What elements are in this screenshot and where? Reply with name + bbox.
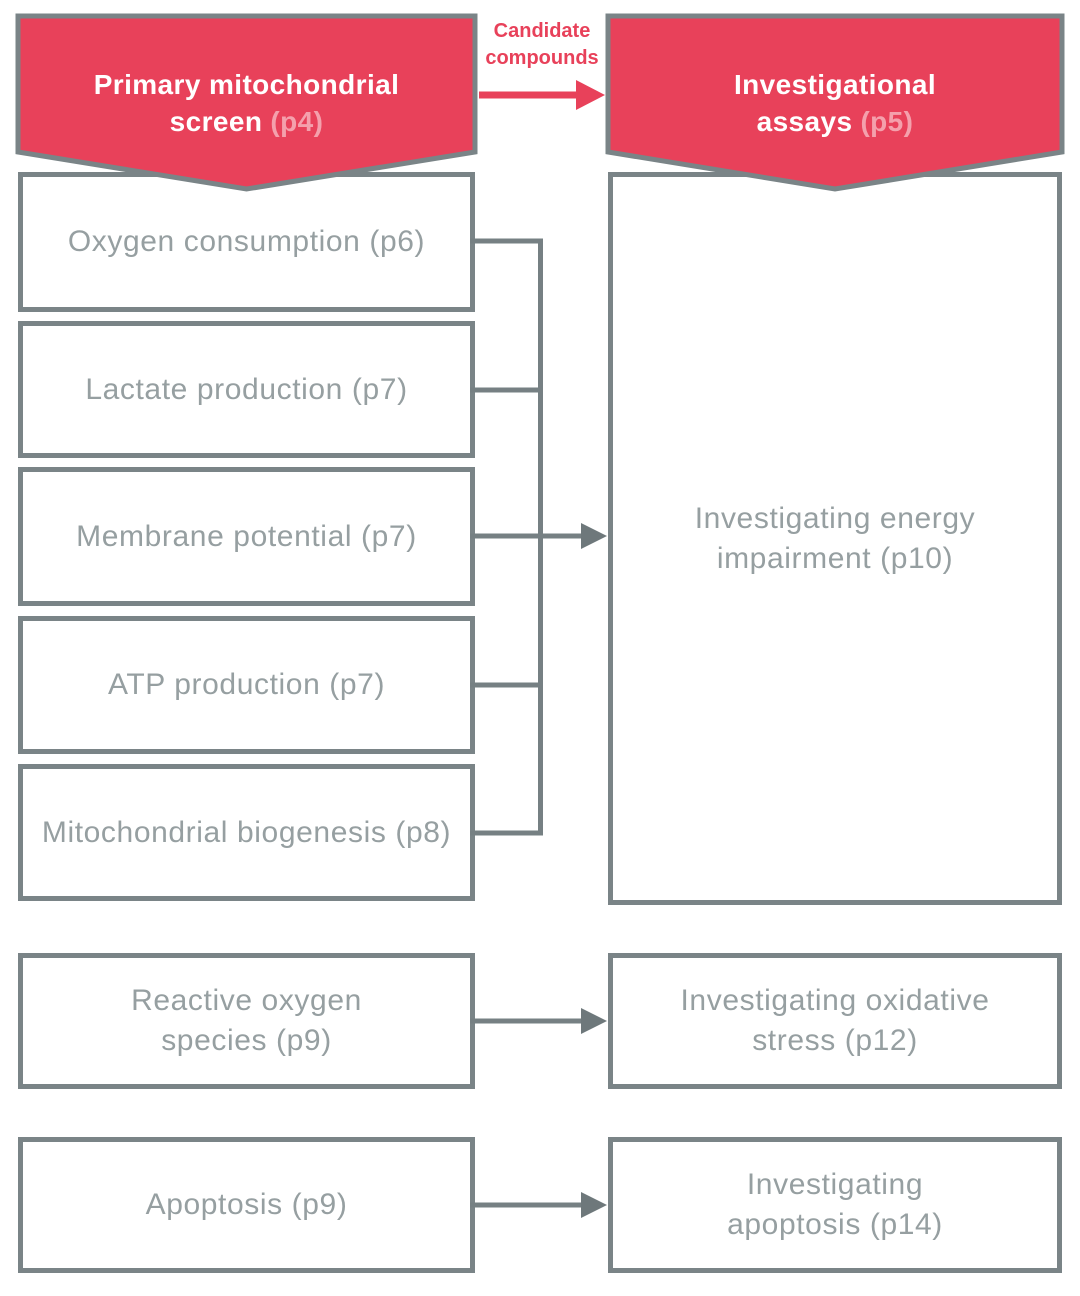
screen-box-lactate-production: Lactate production (p7) <box>18 321 475 458</box>
energy-impairment-arrowhead <box>581 523 607 549</box>
candidate-compounds-line1: Candidate <box>493 20 591 42</box>
box-label-line: Membrane potential (p7) <box>76 519 417 553</box>
assay-box-oxidative-stress: Investigating oxidative stress (p12) <box>608 953 1062 1089</box>
left-banner-line2: screen(p4) <box>18 103 475 140</box>
screen-box-membrane-potential: Membrane potential (p7) <box>18 467 475 606</box>
box-label-line: Apoptosis (p9) <box>145 1188 348 1221</box>
left-banner-page-ref: (p4) <box>270 106 324 137</box>
box-label-line: Reactive oxygen <box>131 984 362 1017</box>
right-banner-line2: assays(p5) <box>608 103 1062 140</box>
box-label-line: Mitochondrial biogenesis (p8) <box>41 815 452 849</box>
screen-box-mitochondrial-biogenesis: Mitochondrial biogenesis (p8) <box>18 764 475 901</box>
box-label-line: ATP production (p7) <box>107 668 386 701</box>
box-label-line: Investigating energy <box>694 501 976 535</box>
assay-box-energy-impairment: Investigating energy impairment (p10) <box>608 172 1062 905</box>
left-banner-title: Primary mitochondrial screen(p4) <box>18 66 475 140</box>
box-label-line: Investigating <box>746 1168 924 1201</box>
screen-box-apoptosis: Apoptosis (p9) <box>18 1137 475 1273</box>
box-label-line: stress (p12) <box>752 1024 918 1057</box>
box-label-line: impairment (p10) <box>716 541 954 575</box>
box-label-line: Oxygen consumption (p6) <box>67 225 426 258</box>
apoptosis-arrowhead <box>581 1192 607 1218</box>
candidate-compounds-arrowhead <box>576 80 605 110</box>
screen-box-atp-production: ATP production (p7) <box>18 616 475 754</box>
right-banner-page-ref: (p5) <box>860 106 914 137</box>
screen-box-reactive-oxygen-species: Reactive oxygen species (p9) <box>18 953 475 1089</box>
left-banner-line2-main: screen <box>169 106 263 137</box>
candidate-compounds-line2: compounds <box>485 47 599 69</box>
left-banner-line1: Primary mitochondrial <box>93 69 400 100</box>
right-banner-line1: Investigational <box>733 69 937 100</box>
assay-box-apoptosis: Investigating apoptosis (p14) <box>608 1137 1062 1273</box>
oxidative-stress-arrowhead <box>581 1008 607 1034</box>
candidate-compounds-label: Candidate compounds <box>472 18 612 72</box>
right-banner-line2-main: assays <box>756 106 853 137</box>
box-label-line: apoptosis (p14) <box>727 1208 943 1241</box>
box-label-line: species (p9) <box>161 1024 332 1057</box>
box-label-line: Investigating oxidative <box>680 984 990 1017</box>
screen-box-oxygen-consumption: Oxygen consumption (p6) <box>18 172 475 312</box>
right-banner-title: Investigational assays(p5) <box>608 66 1062 140</box>
box-label-line: Lactate production (p7) <box>85 372 408 406</box>
